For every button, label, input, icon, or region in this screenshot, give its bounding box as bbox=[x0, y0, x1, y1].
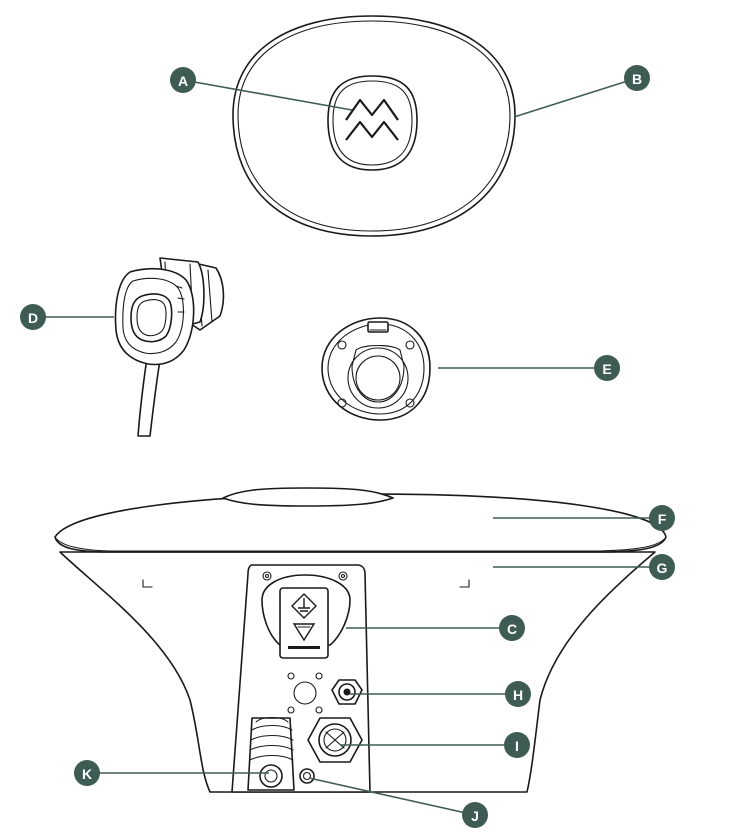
callout-J-label: J bbox=[471, 808, 479, 824]
callout-F-label: F bbox=[658, 511, 667, 527]
callout-G: G bbox=[649, 554, 675, 580]
callout-E-label: E bbox=[602, 361, 611, 377]
small-cable-gland bbox=[331, 679, 363, 705]
leader-lines bbox=[33, 77, 662, 816]
callout-I-label: I bbox=[515, 738, 519, 754]
callout-A: A bbox=[170, 67, 196, 93]
callout-A-label: A bbox=[178, 73, 188, 89]
callout-K: K bbox=[74, 760, 100, 786]
leader-A bbox=[182, 79, 353, 111]
callout-D-label: D bbox=[28, 310, 38, 326]
leader-B bbox=[513, 77, 638, 118]
callout-J: J bbox=[462, 802, 488, 828]
leader-J bbox=[308, 777, 476, 816]
top-cap bbox=[54, 487, 667, 553]
callout-F: F bbox=[649, 505, 675, 531]
cable-strain-relief bbox=[247, 716, 295, 791]
socket-flap bbox=[261, 574, 351, 659]
callout-H: H bbox=[505, 681, 531, 707]
drain-plug bbox=[299, 768, 315, 784]
callout-G-label: G bbox=[657, 560, 668, 576]
callout-C-label: C bbox=[507, 621, 517, 637]
callout-B-label: B bbox=[632, 71, 642, 87]
socket-inlet bbox=[321, 317, 431, 421]
callout-H-label: H bbox=[513, 687, 523, 703]
charging-connector-plug bbox=[114, 257, 225, 437]
callout-K-label: K bbox=[82, 766, 92, 782]
large-cable-gland bbox=[307, 717, 363, 763]
callout-I: I bbox=[504, 732, 530, 758]
callout-B: B bbox=[624, 65, 650, 91]
brand-logo-icon bbox=[327, 75, 418, 171]
callout-C: C bbox=[499, 615, 525, 641]
callout-D: D bbox=[20, 304, 46, 330]
callout-E: E bbox=[594, 355, 620, 381]
